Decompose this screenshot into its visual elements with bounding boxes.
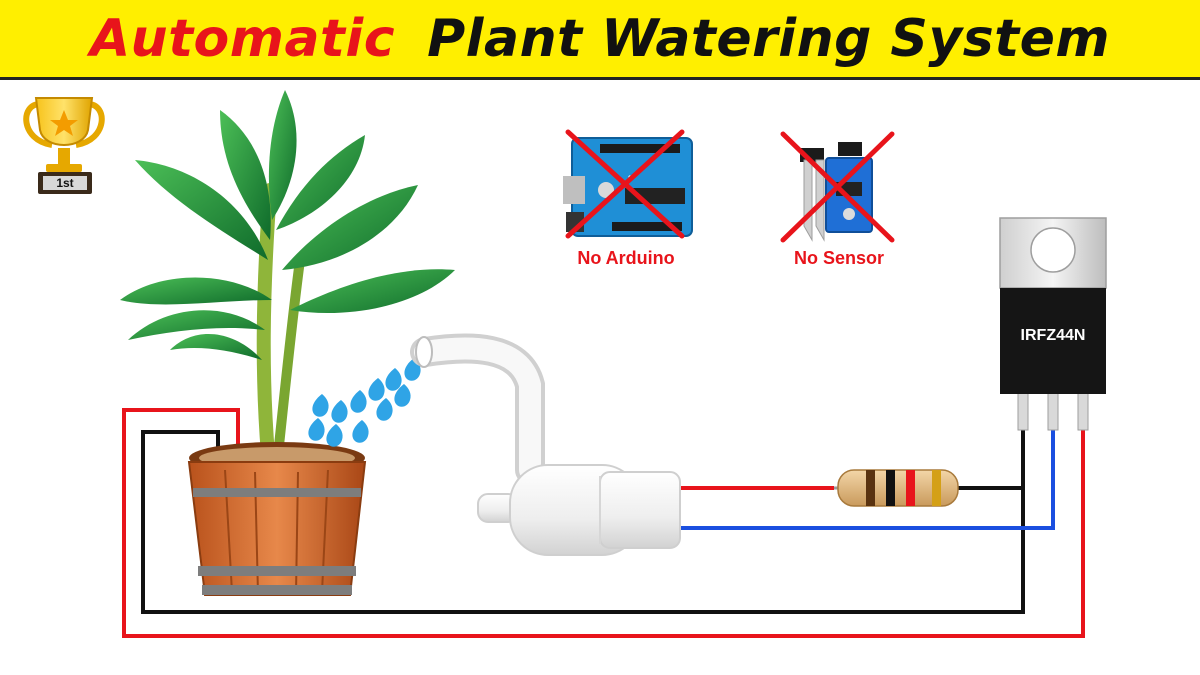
wire-black-loop <box>141 423 1025 614</box>
trophy-icon <box>23 97 105 194</box>
title-banner: Automatic Plant Watering System <box>0 0 1200 80</box>
plant-icon <box>120 90 455 462</box>
no-arduino-label: No Arduino <box>577 248 675 268</box>
no-sensor-label: No Sensor <box>793 248 885 268</box>
mosfet-label: IRFZ44N <box>1020 327 1086 344</box>
water-pump-icon <box>477 464 681 556</box>
pot-icon <box>187 442 367 596</box>
pump-pipe <box>410 333 545 485</box>
resistor-icon <box>834 469 959 507</box>
cross-out-icon <box>565 129 685 239</box>
wire-red-outer <box>122 408 1085 638</box>
cross-out-icon <box>780 131 895 243</box>
mosfet-icon <box>999 217 1107 431</box>
trophy-label: 1st <box>56 176 74 190</box>
wire-blue-pump-to-drain <box>678 423 1055 530</box>
water-drops-icon <box>308 358 421 447</box>
title-part2: Plant Watering System <box>427 8 1111 69</box>
title-part1: Automatic <box>89 8 396 69</box>
